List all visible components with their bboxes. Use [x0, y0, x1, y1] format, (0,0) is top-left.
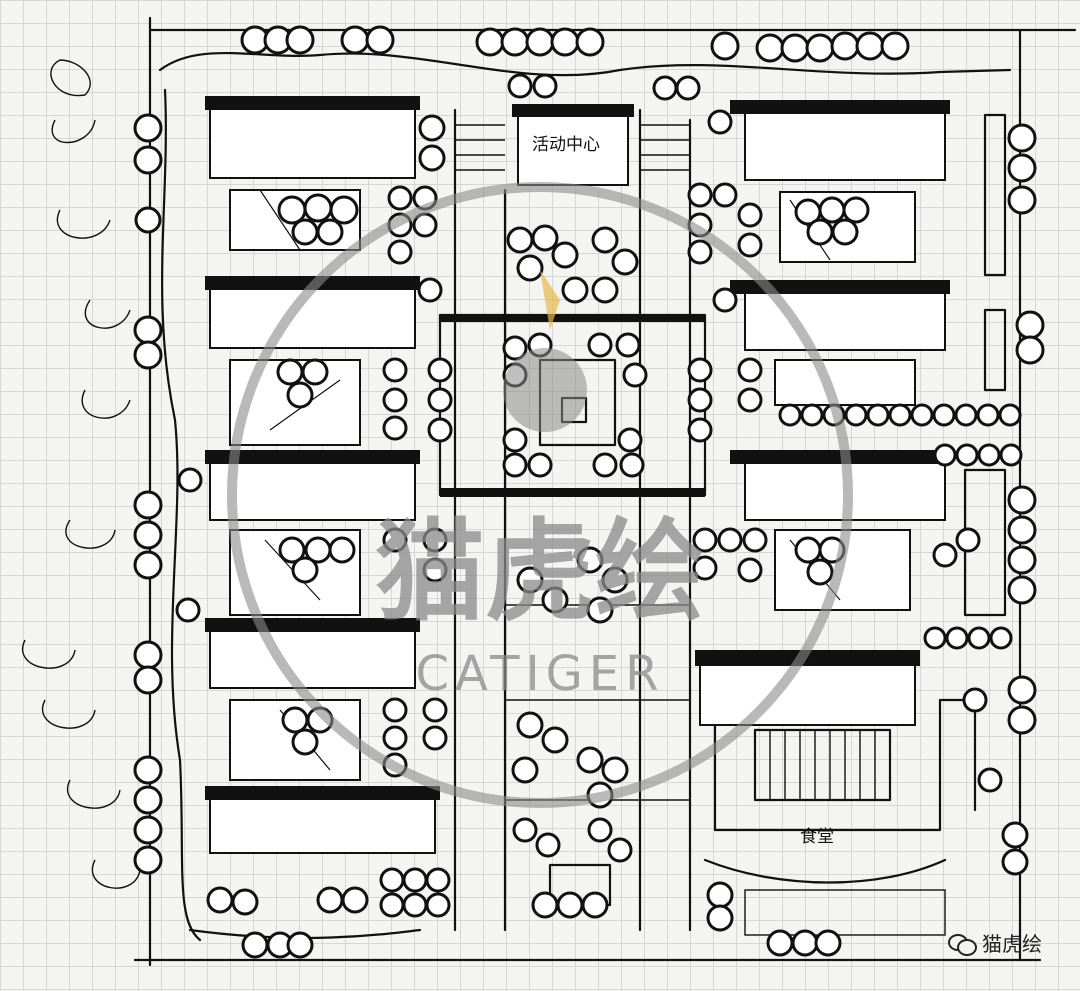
left-shrub-scribbles	[22, 59, 141, 889]
wechat-icon	[948, 932, 977, 956]
watermark-title: 猫虎绘	[375, 508, 705, 636]
canteen-building: 食堂	[695, 650, 977, 936]
right-building-2	[730, 280, 950, 406]
credit: 猫虎绘	[948, 928, 1042, 957]
canteen-label: 食堂	[800, 827, 834, 847]
credit-text: 猫虎绘	[982, 932, 1042, 956]
watermark: 猫虎绘 CATIGER	[227, 182, 853, 808]
right-building-3	[730, 450, 950, 611]
left-building-1	[205, 96, 420, 251]
trees	[133, 25, 1045, 959]
left-building-5	[205, 786, 440, 854]
watermark-subtitle: CATIGER	[416, 646, 665, 702]
activity-center-label: 活动中心	[532, 135, 600, 155]
activity-center-building: 活动中心	[512, 104, 634, 186]
